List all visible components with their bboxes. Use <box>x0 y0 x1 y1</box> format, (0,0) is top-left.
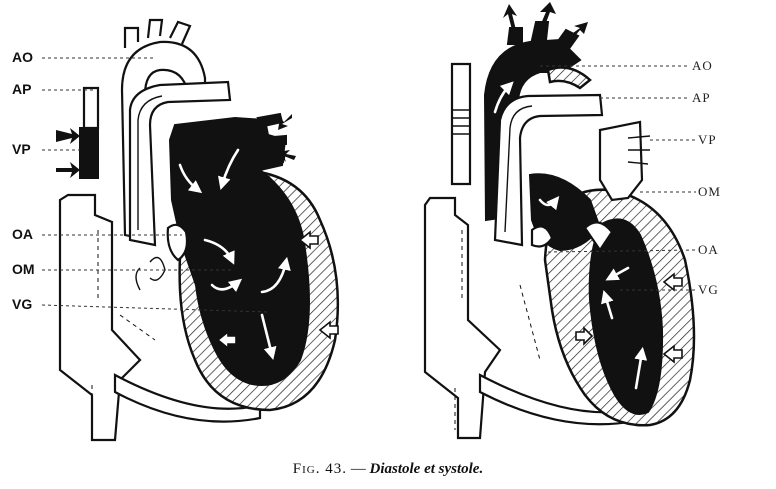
right-label-vp: VP <box>698 132 717 147</box>
systole-right-pulmonary-veins <box>452 64 470 184</box>
mitral-valve <box>168 225 187 260</box>
figure-caption: Fig. 43. — Diastole et systole. <box>0 461 776 478</box>
left-label-vp: VP <box>12 141 31 157</box>
diastole-heart <box>56 20 338 440</box>
right-pulmonary-vein-wall <box>84 88 98 128</box>
systole-left-atrium <box>600 122 642 200</box>
left-label-oa: OA <box>12 226 33 242</box>
right-label-oa: OA <box>698 242 719 257</box>
diastole-dash-flow <box>120 315 155 340</box>
aortic-valve-cusp <box>548 68 590 88</box>
left-label-om: OM <box>12 261 35 277</box>
left-label-ap: AP <box>12 81 31 97</box>
right-pulmonary-veins <box>80 128 98 178</box>
systole-heart <box>425 2 694 438</box>
chordae <box>136 258 165 291</box>
left-label-vg: VG <box>12 296 32 312</box>
right-label-ap: AP <box>692 90 711 105</box>
caption-dash: — <box>351 461 366 477</box>
caption-title: Diastole et systole. <box>369 461 483 477</box>
right-label-vg: VG <box>698 282 719 297</box>
left-label-ao: AO <box>12 49 33 65</box>
right-label-ao: AO <box>692 58 713 73</box>
systole-dash-flow <box>520 285 540 360</box>
caption-figure-number: Fig. 43. <box>293 461 347 477</box>
right-label-om: OM <box>698 184 721 199</box>
